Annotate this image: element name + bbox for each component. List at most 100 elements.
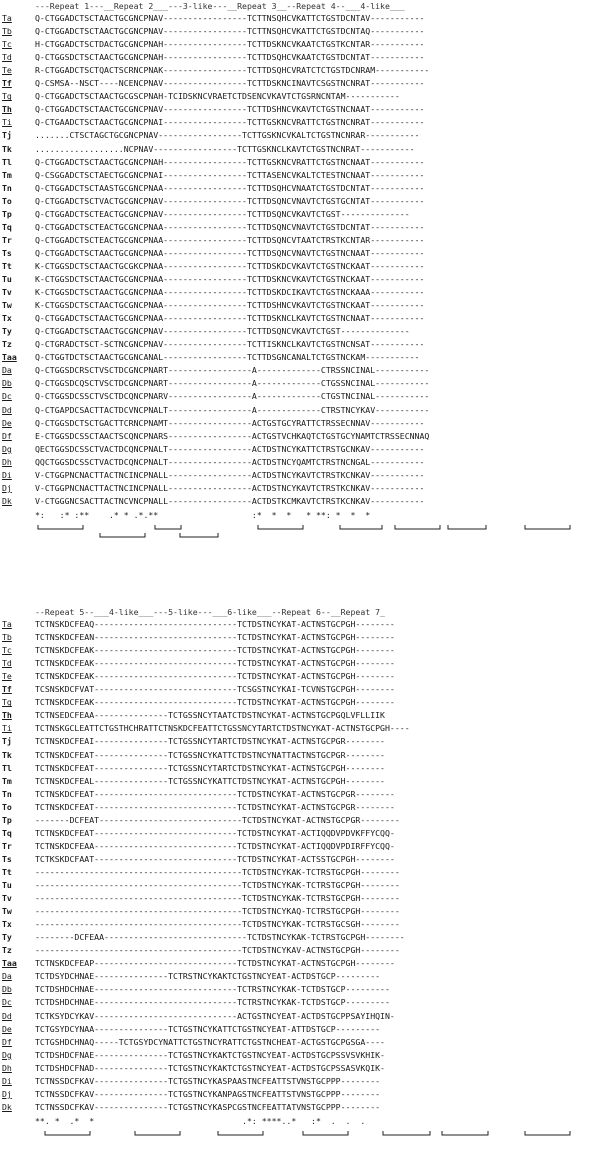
motif-bracket — [441, 1130, 489, 1136]
sequence-name: Dd — [2, 404, 12, 415]
sequence-residues: Q-CTGAPDCSACTTACTDCVNCPNALT-------------… — [35, 404, 430, 415]
sequence-name: Da — [2, 365, 12, 376]
sequence-name: Tx — [2, 313, 12, 324]
sequence-residues: R-CTGGADCTSCTQACTSCRNCPNAK--------------… — [35, 65, 430, 76]
sequence-residues: TCTNSKDCFEAK----------------------------… — [35, 658, 395, 669]
sequence-residues: TCTNSKDCFEAL---------------TCTGSSNCYKATT… — [35, 775, 385, 786]
sequence-name: Tc — [2, 39, 12, 50]
motif-bracket — [524, 1130, 571, 1136]
sequence-name: Th — [2, 104, 12, 115]
sequence-residues: TCTNSSDCFKAV---------------TCTGSTNCYKASP… — [35, 1101, 381, 1112]
sequence-name: Ta — [2, 13, 12, 23]
sequence-name: Dk — [2, 1101, 12, 1112]
motif-bracket — [339, 524, 383, 530]
sequence-residues: Q-CSGGADCTSCTAECTGCGNCPNAI--------------… — [35, 169, 425, 180]
sequence-name: Ti — [2, 117, 12, 128]
motif-bracket — [257, 524, 304, 530]
sequence-residues: Q-CTGGSDCTSCTGACTTCRNCPNAMT-------------… — [35, 417, 425, 428]
sequence-residues: TCTNSKDCFEAA----------------------------… — [35, 840, 395, 851]
sequence-name: De — [2, 1023, 12, 1034]
sequence-residues: ----------------------------------------… — [35, 866, 400, 877]
sequence-residues: ----------------------------------------… — [35, 893, 400, 904]
sequence-name: Tj — [2, 130, 12, 141]
sequence-residues: TCTNSKDCFEAQ----------------------------… — [35, 619, 395, 629]
sequence-name: Di — [2, 1075, 12, 1086]
sequence-name: To — [2, 801, 12, 812]
sequence-name: Dj — [2, 482, 12, 493]
sequence-residues: K-CTGGSDCTSCTAACTGCGNCPNAA--------------… — [35, 300, 425, 311]
sequence-residues: Q-CTGGADCTSCTAACTGCGNCPNAH--------------… — [35, 156, 425, 167]
sequence-name: Tl — [2, 762, 12, 773]
sequence-name: Tc — [2, 645, 12, 656]
consensus-line-2: **. * .* * .*: ****..* :* . . . — [35, 1115, 366, 1126]
sequence-name: Ta — [2, 619, 12, 629]
sequence-name: Dh — [2, 456, 12, 467]
sequence-name: Tq — [2, 221, 12, 232]
sequence-name: Tm — [2, 775, 12, 786]
sequence-name: Dh — [2, 1062, 12, 1073]
sequence-name: Ts — [2, 247, 12, 258]
sequence-residues: Q-CTGGTDCTSCTAACTGCGNCANAL--------------… — [35, 352, 420, 363]
motif-brackets-2 — [44, 1130, 571, 1136]
sequence-residues: TCTNSKDCFEAT----------------------------… — [35, 827, 395, 838]
sequence-residues: --------DCFEAA--------------------------… — [35, 932, 405, 943]
motif-bracket — [37, 524, 84, 530]
sequence-name: Db — [2, 378, 12, 389]
sequence-residues: TCTNSKDCFEAT---------------TCTGSSNCYTART… — [35, 762, 385, 773]
sequence-residues: TCTKSYDCYKAV----------------------------… — [35, 1010, 395, 1021]
sequence-name: Tt — [2, 260, 12, 271]
motif-brackets-1 — [37, 524, 571, 538]
sequence-residues: V-CTGGPNCNACTTACTNCINCPNALL-------------… — [35, 482, 425, 493]
sequence-residues: TCTNSKDCFEAT----------------------------… — [35, 801, 395, 812]
sequence-residues: TCTNSKDCFEAN----------------------------… — [35, 632, 395, 643]
sequence-name: Di — [2, 469, 12, 480]
sequence-residues: Q-CTGGSDCSSCTVSCTDCQNCPNARV-------------… — [35, 391, 430, 402]
sequence-name: Tz — [2, 945, 12, 956]
sequence-residues: QECTGGSDCSSCTVACTDCQNCPNALT-------------… — [35, 443, 425, 454]
sequence-residues: Q-CTGGADCTSCTEACTGCGNCPNAA--------------… — [35, 234, 425, 245]
sequence-name: Tf — [2, 78, 12, 89]
motif-bracket — [44, 1130, 91, 1136]
sequence-residues: Q-CTGGADCTSCTEACTGCGNCPNAA--------------… — [35, 221, 425, 232]
sequence-residues: TCTNSKDCFEAK----------------------------… — [35, 671, 395, 682]
motif-bracket — [302, 1130, 349, 1136]
sequence-residues: TCTNSKDCFEAK----------------------------… — [35, 645, 395, 656]
sequence-name: Taa — [2, 352, 17, 363]
sequence-residues: Q-CTGGADCTSCTAACTGCGNCPNAA--------------… — [35, 313, 425, 324]
sequence-residues: TCSNSKDCFVAT----------------------------… — [35, 684, 395, 695]
sequence-residues: ----------------------------------------… — [35, 906, 400, 917]
sequence-residues: TCTNSKGCLEATTCTGSTHCHRATTCTNSKDCFEATTCTG… — [35, 723, 410, 734]
sequence-name: Tk — [2, 749, 12, 760]
sequence-name: Tn — [2, 182, 12, 193]
sequence-residues: -------DCFEAT---------------------------… — [35, 814, 400, 825]
motif-bracket — [447, 524, 487, 530]
sequence-name: Ts — [2, 853, 12, 864]
sequence-name: Tp — [2, 814, 12, 825]
sequence-residues: TCTGSYDCYNAA---------------TCTGSTNCYKATT… — [35, 1023, 381, 1034]
motif-bracket — [382, 1130, 431, 1136]
sequence-name: Tg — [2, 697, 12, 708]
alignment-panel-2: --Repeat 5--___4-like___---5-like---___6… — [0, 606, 612, 1162]
sequence-residues: TCTNSSDCFKAV---------------TCTGSTNCYKANP… — [35, 1088, 381, 1099]
sequence-name: Td — [2, 658, 12, 669]
sequence-name: Df — [2, 430, 12, 441]
motif-bracket — [154, 524, 182, 530]
sequence-name: Tg — [2, 91, 12, 102]
sequence-residues: Q-CTGGADCTSCTAACTGCGNCPNAV--------------… — [35, 326, 410, 337]
sequence-name: Te — [2, 65, 12, 76]
sequence-name: Da — [2, 971, 12, 982]
sequence-name: Tr — [2, 840, 12, 851]
sequence-residues: TCTNSEDCFEAA---------------TCTGSSNCYTAAT… — [35, 710, 385, 721]
alignment-panel-1: ---Repeat 1---__Repeat 2___---3-like---_… — [2, 1, 571, 538]
sequence-residues: ----------------------------------------… — [35, 880, 400, 890]
consensus-line-1: *: :* :** .* * .*.** :* * * * **: * * * — [35, 509, 371, 520]
sequence-residues: QQCTGGSDCSSCTVACTDCQNCPNALT-------------… — [35, 456, 425, 467]
sequence-name: Th — [2, 710, 12, 721]
sequence-name: Tn — [2, 788, 12, 799]
sequence-residues: TCTKSKDCFAAT----------------------------… — [35, 853, 395, 864]
motif-bracket — [179, 532, 219, 538]
sequence-residues: TCTNSSDCFKAV---------------TCTGSTNCYKASP… — [35, 1075, 381, 1086]
motif-bracket — [99, 532, 146, 538]
sequence-residues: Q-CTGGADCTSCTAACTGCGNCPNAA--------------… — [35, 247, 425, 258]
sequence-residues: Q-CTGGADCTSCTAACTGCGNCPNAV--------------… — [35, 104, 425, 115]
